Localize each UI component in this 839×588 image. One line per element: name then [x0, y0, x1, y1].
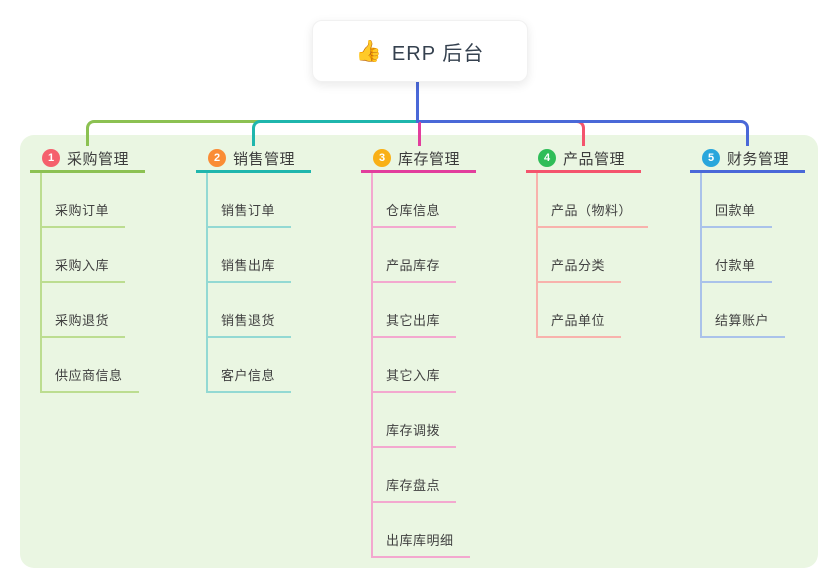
branch-children: 仓库信息产品库存其它出库其它入库库存调拨库存盘点出库库明细: [371, 173, 476, 558]
child-node-label: 仓库信息: [373, 200, 457, 228]
child-node[interactable]: 销售退货: [208, 283, 292, 338]
branch-column-4: 4 产品管理 产品（物料） 产品分类产品单位: [526, 146, 649, 338]
branch-children: 采购订单采购入库采购退货供应商信息: [40, 173, 145, 393]
branch-title-node[interactable]: 3 库存管理: [361, 146, 476, 173]
child-node-label: 客户信息: [208, 365, 292, 393]
root-trunk-line: [416, 82, 419, 123]
child-node[interactable]: 出库库明细: [373, 503, 470, 558]
child-node[interactable]: 产品单位: [538, 283, 622, 338]
branch-number-badge: 4: [538, 149, 556, 167]
child-node[interactable]: 仓库信息: [373, 173, 457, 228]
branch-number-badge: 2: [208, 149, 226, 167]
child-node[interactable]: 回款单: [702, 173, 772, 228]
branch-title-node[interactable]: 5 财务管理: [690, 146, 805, 173]
child-node-label: 产品分类: [538, 255, 622, 283]
child-node[interactable]: 采购入库: [42, 228, 126, 283]
child-node[interactable]: 采购退货: [42, 283, 126, 338]
child-node[interactable]: 付款单: [702, 228, 772, 283]
branch-number-badge: 5: [702, 149, 720, 167]
child-node-label: 供应商信息: [42, 365, 139, 393]
branch-column-2: 2 销售管理 销售订单销售出库销售退货客户信息: [196, 146, 311, 393]
child-node-label: 其它入库: [373, 365, 457, 393]
child-node[interactable]: 销售订单: [208, 173, 292, 228]
root-node[interactable]: 👍 ERP 后台: [312, 20, 528, 82]
child-node-label: 库存盘点: [373, 475, 457, 503]
canvas-panel: [20, 135, 818, 568]
child-node-label: 付款单: [702, 255, 772, 283]
branch-title-node[interactable]: 1 采购管理: [30, 146, 145, 173]
child-node-label: 销售退货: [208, 310, 292, 338]
child-node[interactable]: 结算账户: [702, 283, 786, 338]
child-node[interactable]: 库存盘点: [373, 448, 457, 503]
child-node[interactable]: 库存调拨: [373, 393, 457, 448]
branch-title-node[interactable]: 4 产品管理: [526, 146, 641, 173]
child-node-label: 回款单: [702, 200, 772, 228]
branch-children: 销售订单销售出库销售退货客户信息: [206, 173, 311, 393]
child-node[interactable]: 销售出库: [208, 228, 292, 283]
child-node[interactable]: 其它出库: [373, 283, 457, 338]
child-node-label: 产品（物料）: [538, 200, 649, 228]
child-node-label: 采购订单: [42, 200, 126, 228]
child-node[interactable]: 产品库存: [373, 228, 457, 283]
branch-number-badge: 1: [42, 149, 60, 167]
branch-column-3: 3 库存管理 仓库信息产品库存其它出库其它入库库存调拨库存盘点出库库明细: [361, 146, 476, 558]
connector-branch-1: [86, 120, 420, 146]
child-node-label: 产品库存: [373, 255, 457, 283]
child-node-label: 产品单位: [538, 310, 622, 338]
child-node-label: 库存调拨: [373, 420, 457, 448]
child-node[interactable]: 采购订单: [42, 173, 126, 228]
child-node[interactable]: 供应商信息: [42, 338, 139, 393]
branch-column-1: 1 采购管理 采购订单采购入库采购退货供应商信息: [30, 146, 145, 393]
connector-branch-2: [252, 120, 420, 146]
child-node[interactable]: 产品分类: [538, 228, 622, 283]
branch-number-badge: 3: [373, 149, 391, 167]
child-node[interactable]: 产品（物料）: [538, 173, 649, 228]
child-node[interactable]: 客户信息: [208, 338, 292, 393]
child-node-label: 销售出库: [208, 255, 292, 283]
child-node-label: 销售订单: [208, 200, 292, 228]
branch-column-5: 5 财务管理 回款单付款单结算账户: [690, 146, 805, 338]
child-node-label: 采购退货: [42, 310, 126, 338]
child-node[interactable]: 其它入库: [373, 338, 457, 393]
connector-branch-3: [418, 122, 421, 146]
branch-children: 产品（物料） 产品分类产品单位: [536, 173, 649, 338]
branch-title-label: 财务管理: [727, 150, 790, 168]
child-node-label: 其它出库: [373, 310, 457, 338]
child-node-label: 结算账户: [702, 310, 786, 338]
child-node-label: 出库库明细: [373, 530, 470, 558]
connector-branch-5: [417, 120, 749, 146]
root-node-label: ERP 后台: [391, 42, 485, 65]
branch-title-label: 销售管理: [233, 150, 296, 168]
branch-children: 回款单付款单结算账户: [700, 173, 805, 338]
branch-title-label: 产品管理: [563, 150, 626, 168]
branch-title-node[interactable]: 2 销售管理: [196, 146, 311, 173]
thumbs-up-icon: 👍: [355, 39, 382, 63]
branch-title-label: 采购管理: [67, 150, 130, 168]
branch-title-label: 库存管理: [398, 150, 461, 168]
child-node-label: 采购入库: [42, 255, 126, 283]
